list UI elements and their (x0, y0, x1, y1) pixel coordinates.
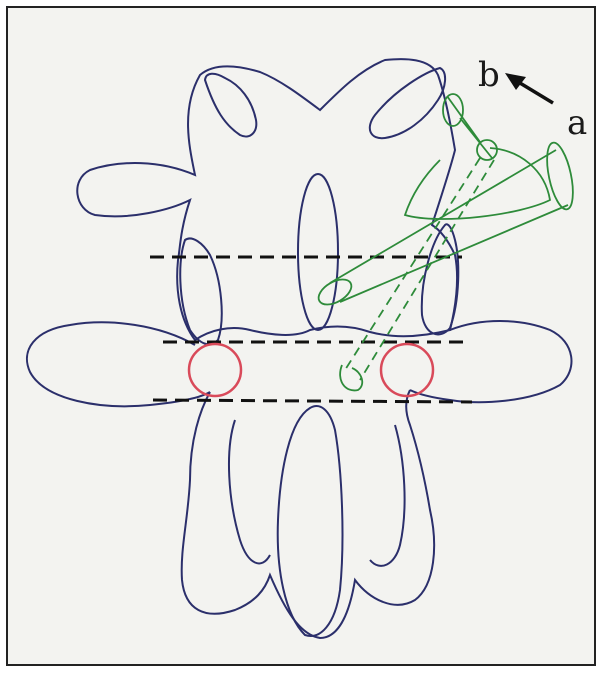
left-pedicle-circle (189, 344, 241, 396)
central-spinous-ellipse (298, 174, 338, 330)
lower-left-lobe (229, 420, 270, 563)
lower-right-lobe (370, 425, 405, 566)
screw-b-tip (340, 365, 362, 390)
left-lamina (180, 238, 221, 344)
pedicle-markers (189, 344, 433, 396)
right-superior-facet (370, 68, 445, 138)
label-b: b (478, 55, 500, 95)
label-a: a (567, 103, 587, 143)
right-pedicle-circle (381, 344, 433, 396)
arrow-head-icon (505, 73, 526, 90)
vertebra-outline (27, 59, 572, 638)
screw-trajectories (314, 94, 577, 390)
lower-spinous-process (278, 406, 343, 636)
direction-arrow (505, 73, 553, 103)
screw-b-head (443, 94, 463, 126)
screw-a-tulip (405, 148, 550, 219)
left-transverse-process (27, 322, 210, 406)
upper-vertebra-body (77, 59, 457, 340)
screw-b-upper-shaft (447, 96, 492, 158)
left-superior-facet (205, 74, 256, 137)
guide-line-lower (153, 400, 472, 402)
